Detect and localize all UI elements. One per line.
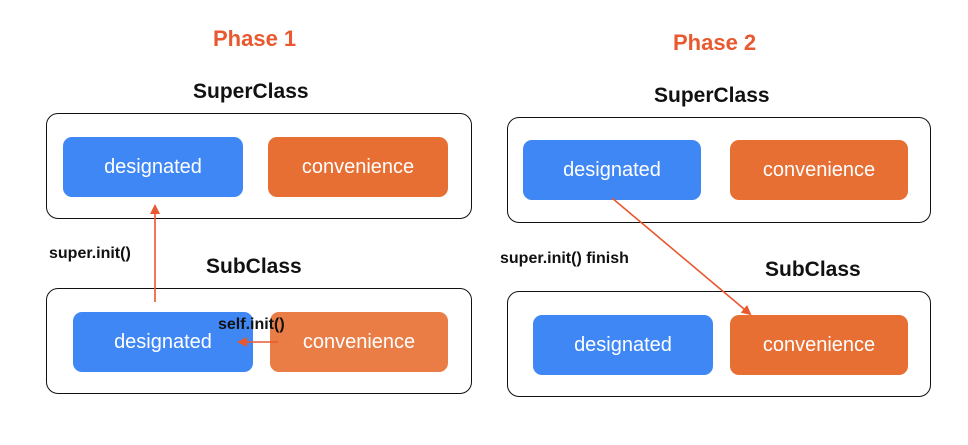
phase-1-superclass-designated: designated (63, 137, 243, 197)
self-init-label: self.init() (218, 316, 285, 333)
phase-2-subclass-designated: designated (533, 315, 713, 375)
phase-1-subclass-title: SubClass (206, 255, 302, 278)
super-init-label: super.init() (49, 245, 131, 262)
phase-1-superclass-convenience: convenience (268, 137, 448, 197)
phase-2-title: Phase 2 (673, 30, 757, 55)
phase-1-subclass-designated: designated (73, 312, 253, 372)
phase-2-subclass-title: SubClass (765, 258, 861, 281)
phase-2-subclass-convenience: convenience (730, 315, 908, 375)
phase-2-superclass-designated: designated (523, 140, 701, 200)
phase-2-superclass-title: SuperClass (654, 84, 770, 107)
phase-1-title: Phase 1 (213, 26, 297, 51)
phase-2-superclass-convenience: convenience (730, 140, 908, 200)
super-init-finish-label: super.init() finish (500, 250, 629, 267)
phase-1-subclass-convenience: convenience (270, 312, 448, 372)
phase-1-superclass-title: SuperClass (193, 80, 309, 103)
